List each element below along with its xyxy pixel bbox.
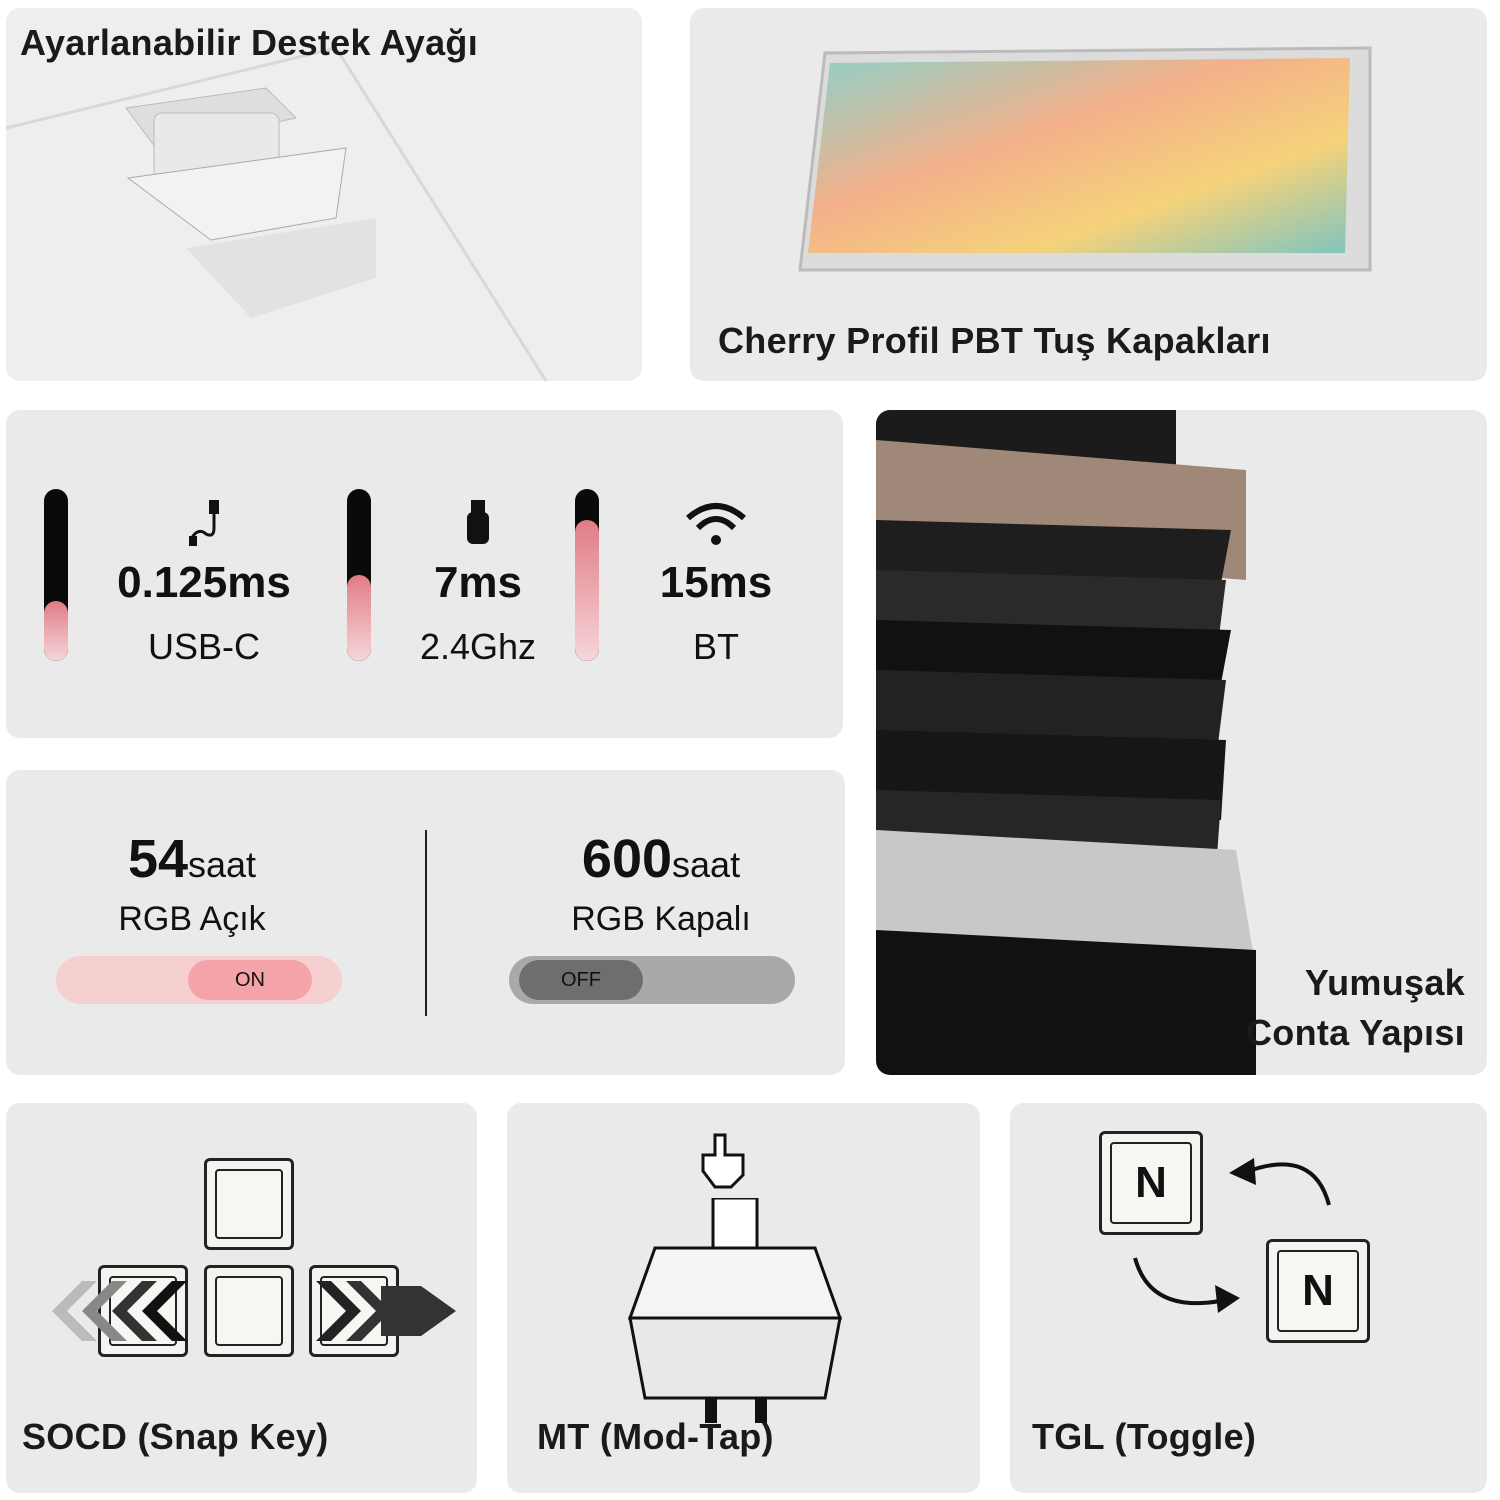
latency-bar-fill <box>44 600 68 661</box>
right-arrows-icon <box>316 1281 456 1341</box>
latency-bar-fill <box>347 575 371 661</box>
latency-bar-usb <box>44 489 68 661</box>
keycaps-panel: Cherry Profil PBT Tuş Kapakları <box>690 8 1487 381</box>
toggle-title: TGL (Toggle) <box>1032 1416 1257 1457</box>
battery-label: RGB Kapalı <box>571 900 751 938</box>
key-letter: N <box>1302 1266 1334 1315</box>
latency-value: 0.125ms <box>117 558 291 607</box>
battery-rgb-on: 54saat RGB Açık <box>42 828 342 939</box>
stand-title: Ayarlanabilir Destek Ayağı <box>20 22 478 63</box>
keycap-up <box>204 1158 294 1250</box>
toggle-panel: N N TGL (Toggle) <box>1010 1103 1487 1493</box>
keyboard-image <box>798 46 1372 272</box>
curved-arrow-top-icon <box>1229 1158 1331 1206</box>
latency-label: USB-C <box>147 626 260 667</box>
battery-label: RGB Açık <box>118 900 266 938</box>
latency-usb: 0.125ms USB-C <box>84 488 324 668</box>
keycap-n-bottom: N <box>1266 1239 1370 1343</box>
latency-label: BT <box>692 626 739 667</box>
rgb-on-toggle[interactable]: ON <box>56 956 342 1004</box>
latency-value: 15ms <box>659 558 773 607</box>
battery-hours: 600 <box>581 829 673 889</box>
left-arrows-icon <box>52 1281 187 1341</box>
stand-panel: Ayarlanabilir Destek Ayağı <box>6 8 642 381</box>
latency-bar-24g <box>347 489 371 661</box>
keycap-down <box>204 1265 294 1357</box>
latency-bt: 15ms BT <box>596 488 836 668</box>
latency-value: 7ms <box>433 558 523 607</box>
keycap-n-top: N <box>1099 1131 1203 1235</box>
latency-panel: 0.125ms USB-C 7ms 2.4Ghz 15ms BT <box>6 410 843 738</box>
mechanical-switch-image <box>627 1198 843 1423</box>
mod-tap-panel: MT (Mod-Tap) <box>507 1103 980 1493</box>
key-letter: N <box>1135 1158 1167 1207</box>
latency-bar-fill <box>575 519 599 661</box>
usb-dongle-icon <box>467 500 489 544</box>
toggle-knob: OFF <box>519 960 643 1000</box>
rgb-off-toggle[interactable]: OFF <box>509 956 795 1004</box>
usb-cable-icon <box>189 500 219 546</box>
socd-panel: SOCD (Snap Key) <box>6 1103 477 1493</box>
battery-unit: saat <box>672 844 741 885</box>
divider <box>425 830 427 1016</box>
toggle-knob: ON <box>188 960 312 1000</box>
gasket-title-line1: Yumuşak <box>1304 962 1465 1003</box>
battery-panel: 54saat RGB Açık ON 600saat RGB Kapalı OF… <box>6 770 845 1075</box>
battery-unit: saat <box>188 844 257 885</box>
exploded-layers-image <box>876 410 1256 1075</box>
latency-bar-bt <box>575 489 599 661</box>
battery-hours: 54 <box>127 829 189 889</box>
socd-title: SOCD (Snap Key) <box>22 1416 329 1457</box>
pointing-hand-icon <box>701 1133 745 1189</box>
stand-foot-image <box>6 46 548 381</box>
mod-tap-title: MT (Mod-Tap) <box>537 1416 774 1457</box>
curved-arrow-bottom-icon <box>1133 1257 1240 1313</box>
wifi-icon <box>686 503 746 545</box>
gasket-panel: Yumuşak Conta Yapısı <box>876 410 1487 1075</box>
latency-label: 2.4Ghz <box>419 626 537 667</box>
latency-24g: 7ms 2.4Ghz <box>358 488 598 668</box>
keycaps-title: Cherry Profil PBT Tuş Kapakları <box>718 320 1271 361</box>
battery-rgb-off: 600saat RGB Kapalı <box>511 828 811 939</box>
gasket-title-line2: Conta Yapısı <box>1245 1012 1465 1053</box>
